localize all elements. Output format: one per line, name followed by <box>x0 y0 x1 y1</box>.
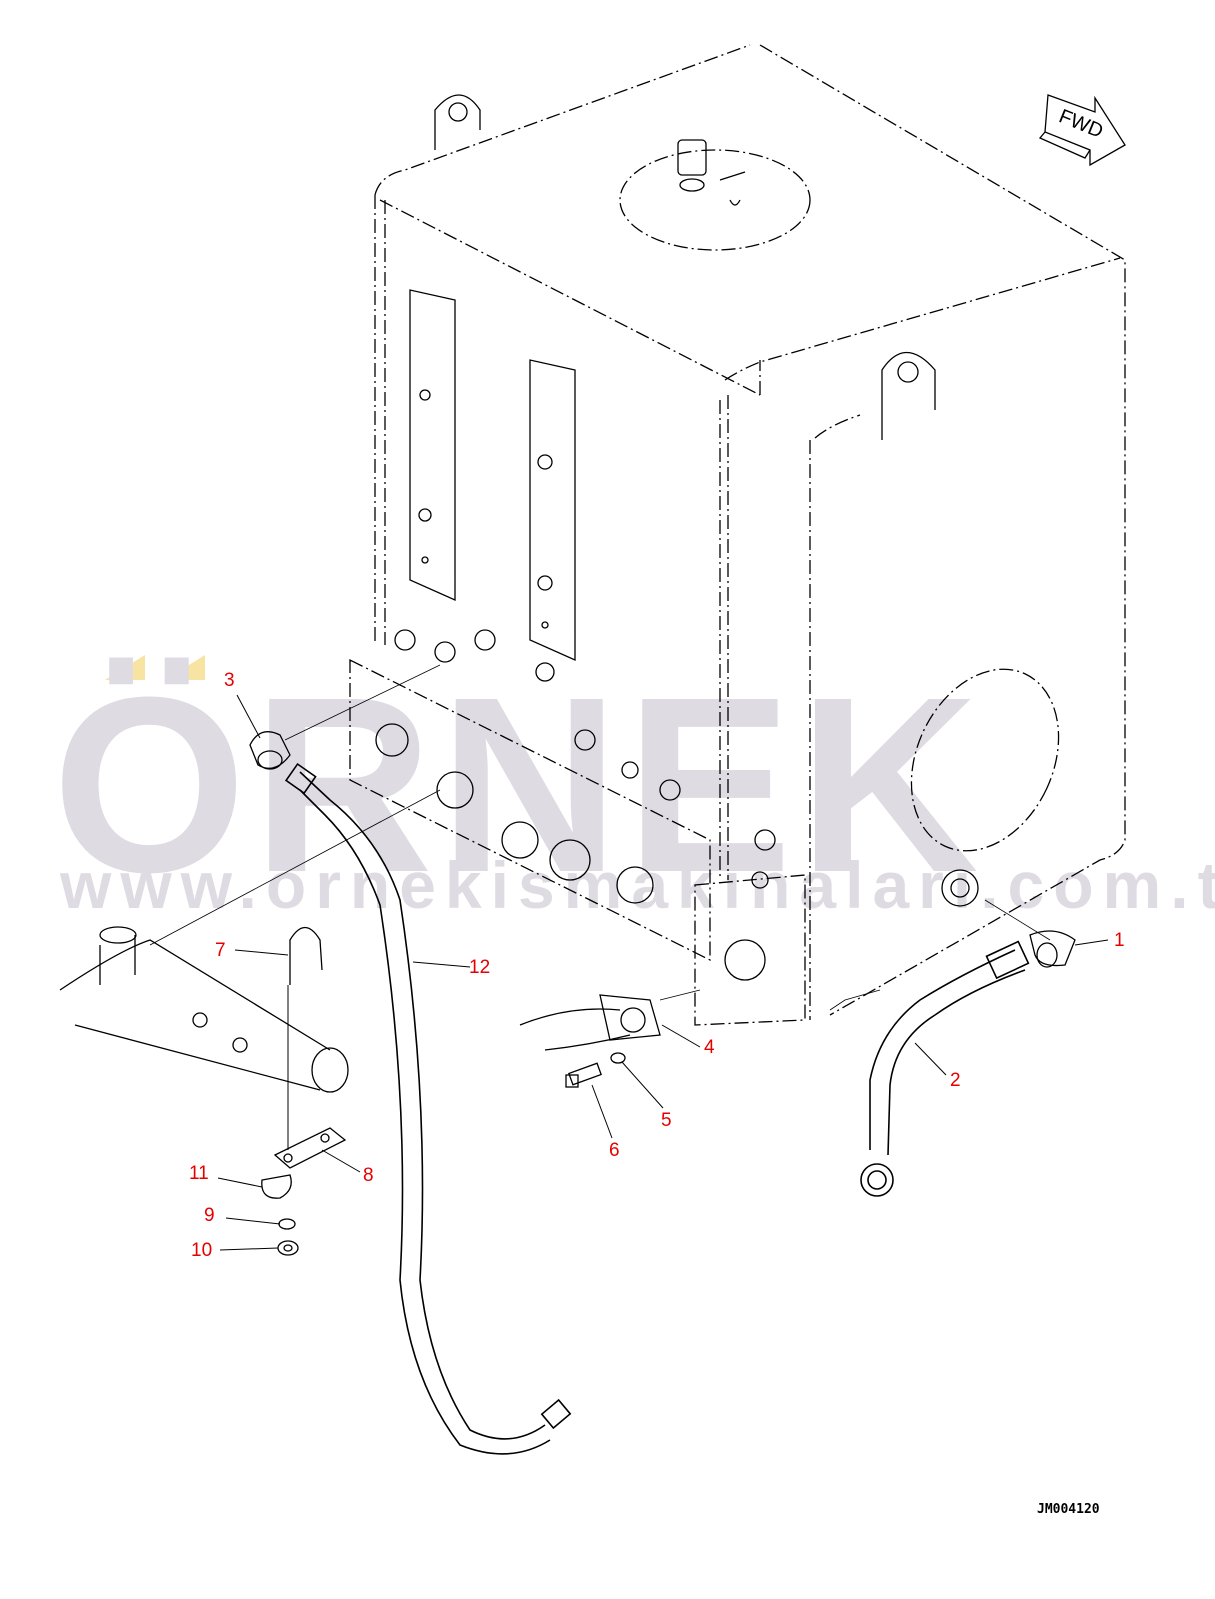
mount-bracket <box>409 289 576 662</box>
valve-manifold <box>349 658 806 1026</box>
callout-6: 6 <box>609 1140 620 1161</box>
washer-5 <box>610 1052 626 1064</box>
callout-5: 5 <box>661 1110 672 1131</box>
hose-2 <box>860 940 1030 1197</box>
elbow-fitting-3 <box>249 731 291 770</box>
callout-12: 12 <box>469 957 491 978</box>
callout-10: 10 <box>191 1240 213 1261</box>
hydraulic-tank <box>374 44 1126 1020</box>
callout-3: 3 <box>224 670 235 691</box>
callout-8: 8 <box>363 1165 374 1186</box>
bolt-6 <box>565 1062 602 1088</box>
hose-12 <box>284 762 572 1455</box>
drawing-code: JM004120 <box>1037 1502 1100 1517</box>
plate-8 <box>273 1127 347 1169</box>
manifold-ports <box>375 629 979 981</box>
nut-10 <box>277 1240 299 1256</box>
elbow-fitting-1 <box>1029 930 1076 968</box>
u-bolt-7 <box>289 926 323 985</box>
watermark-url: www.ornekismakinalari.com.tr <box>60 848 1215 922</box>
callout-2: 2 <box>950 1070 961 1091</box>
suction-pipe <box>59 926 349 1093</box>
split-flange-4 <box>519 994 661 1051</box>
callout-9: 9 <box>204 1205 215 1226</box>
watermark-brand: ÖRNEK <box>52 645 985 924</box>
leader-lines <box>217 694 1109 1251</box>
lifting-eye <box>434 94 936 440</box>
callout-4: 4 <box>704 1037 715 1058</box>
callout-1: 1 <box>1114 930 1125 951</box>
washer-9 <box>278 1218 296 1230</box>
clamp-11 <box>261 1174 292 1199</box>
callout-7: 7 <box>215 940 226 961</box>
callout-11: 11 <box>189 1163 209 1184</box>
filler-cap <box>677 139 746 206</box>
fwd-arrow-icon <box>1038 94 1126 167</box>
